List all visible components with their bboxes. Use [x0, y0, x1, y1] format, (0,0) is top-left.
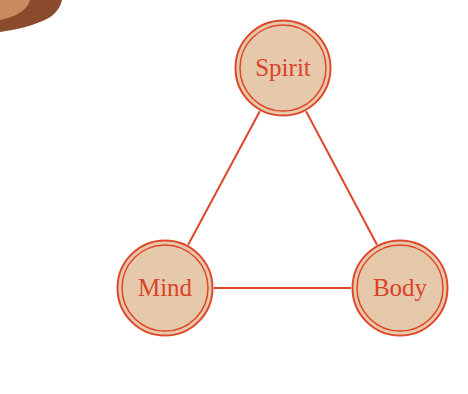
inner-ring	[240, 25, 326, 111]
outer-ring	[118, 241, 213, 336]
circle-node: Spirit	[234, 19, 332, 117]
outer-ring	[236, 21, 331, 116]
node-label: Body	[373, 274, 427, 302]
connector-line	[306, 111, 377, 244]
node-label: Spirit	[255, 54, 311, 82]
connector-line	[188, 111, 260, 245]
circle-node: Body	[351, 239, 449, 337]
figure-highlight	[0, 0, 30, 20]
node-label: Mind	[138, 274, 192, 302]
circle-node: Mind	[116, 239, 214, 337]
connector-line	[214, 287, 351, 289]
inner-ring	[357, 245, 443, 331]
outer-ring	[353, 241, 448, 336]
inner-ring	[122, 245, 208, 331]
figure-fragment	[0, 0, 62, 32]
